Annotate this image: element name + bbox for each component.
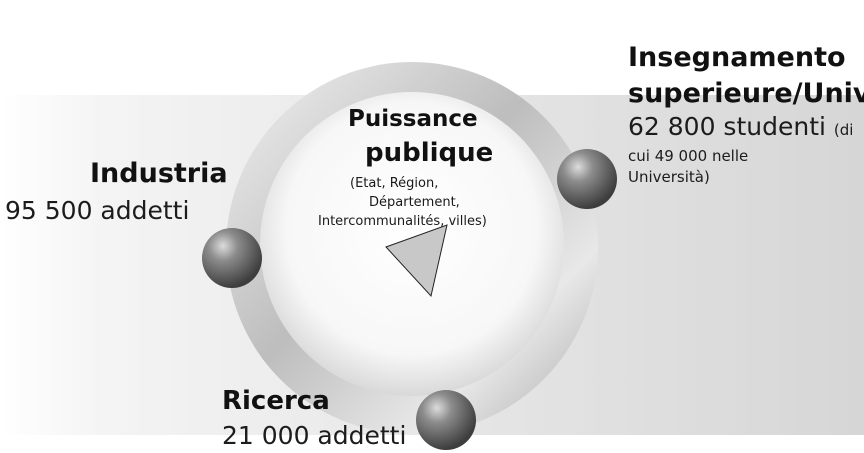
industria-value: 95 500 addetti [5,196,190,225]
ricerca-value: 21 000 addetti [222,421,407,450]
universita-title-line1: Insegnamento [628,42,846,73]
center-title-line1: Puissance [348,106,478,132]
universita-value-note: (di [833,121,854,139]
universita-value: 62 800 studenti [628,112,826,141]
universita-note-line1: cui 49 000 nelle [628,147,749,165]
center-subtitle-line1: (Etat, Région, [350,176,439,191]
center-subtitle-line2: Département, [369,195,460,210]
center-subtitle-line3: Intercommunalités, villes) [318,214,487,229]
ricerca-title: Ricerca [222,386,330,416]
ricerca-sphere [416,390,476,450]
universita-value-row: 62 800 studenti (di [628,112,853,141]
universita-title-line2: superieure/Univ [628,78,864,109]
industria-title: Industria [90,158,228,189]
center-triangle [385,224,448,298]
industria-sphere [202,228,262,288]
universita-note-line2: Università) [628,168,710,186]
universita-sphere [557,149,617,209]
center-title-line2: publique [365,138,494,168]
